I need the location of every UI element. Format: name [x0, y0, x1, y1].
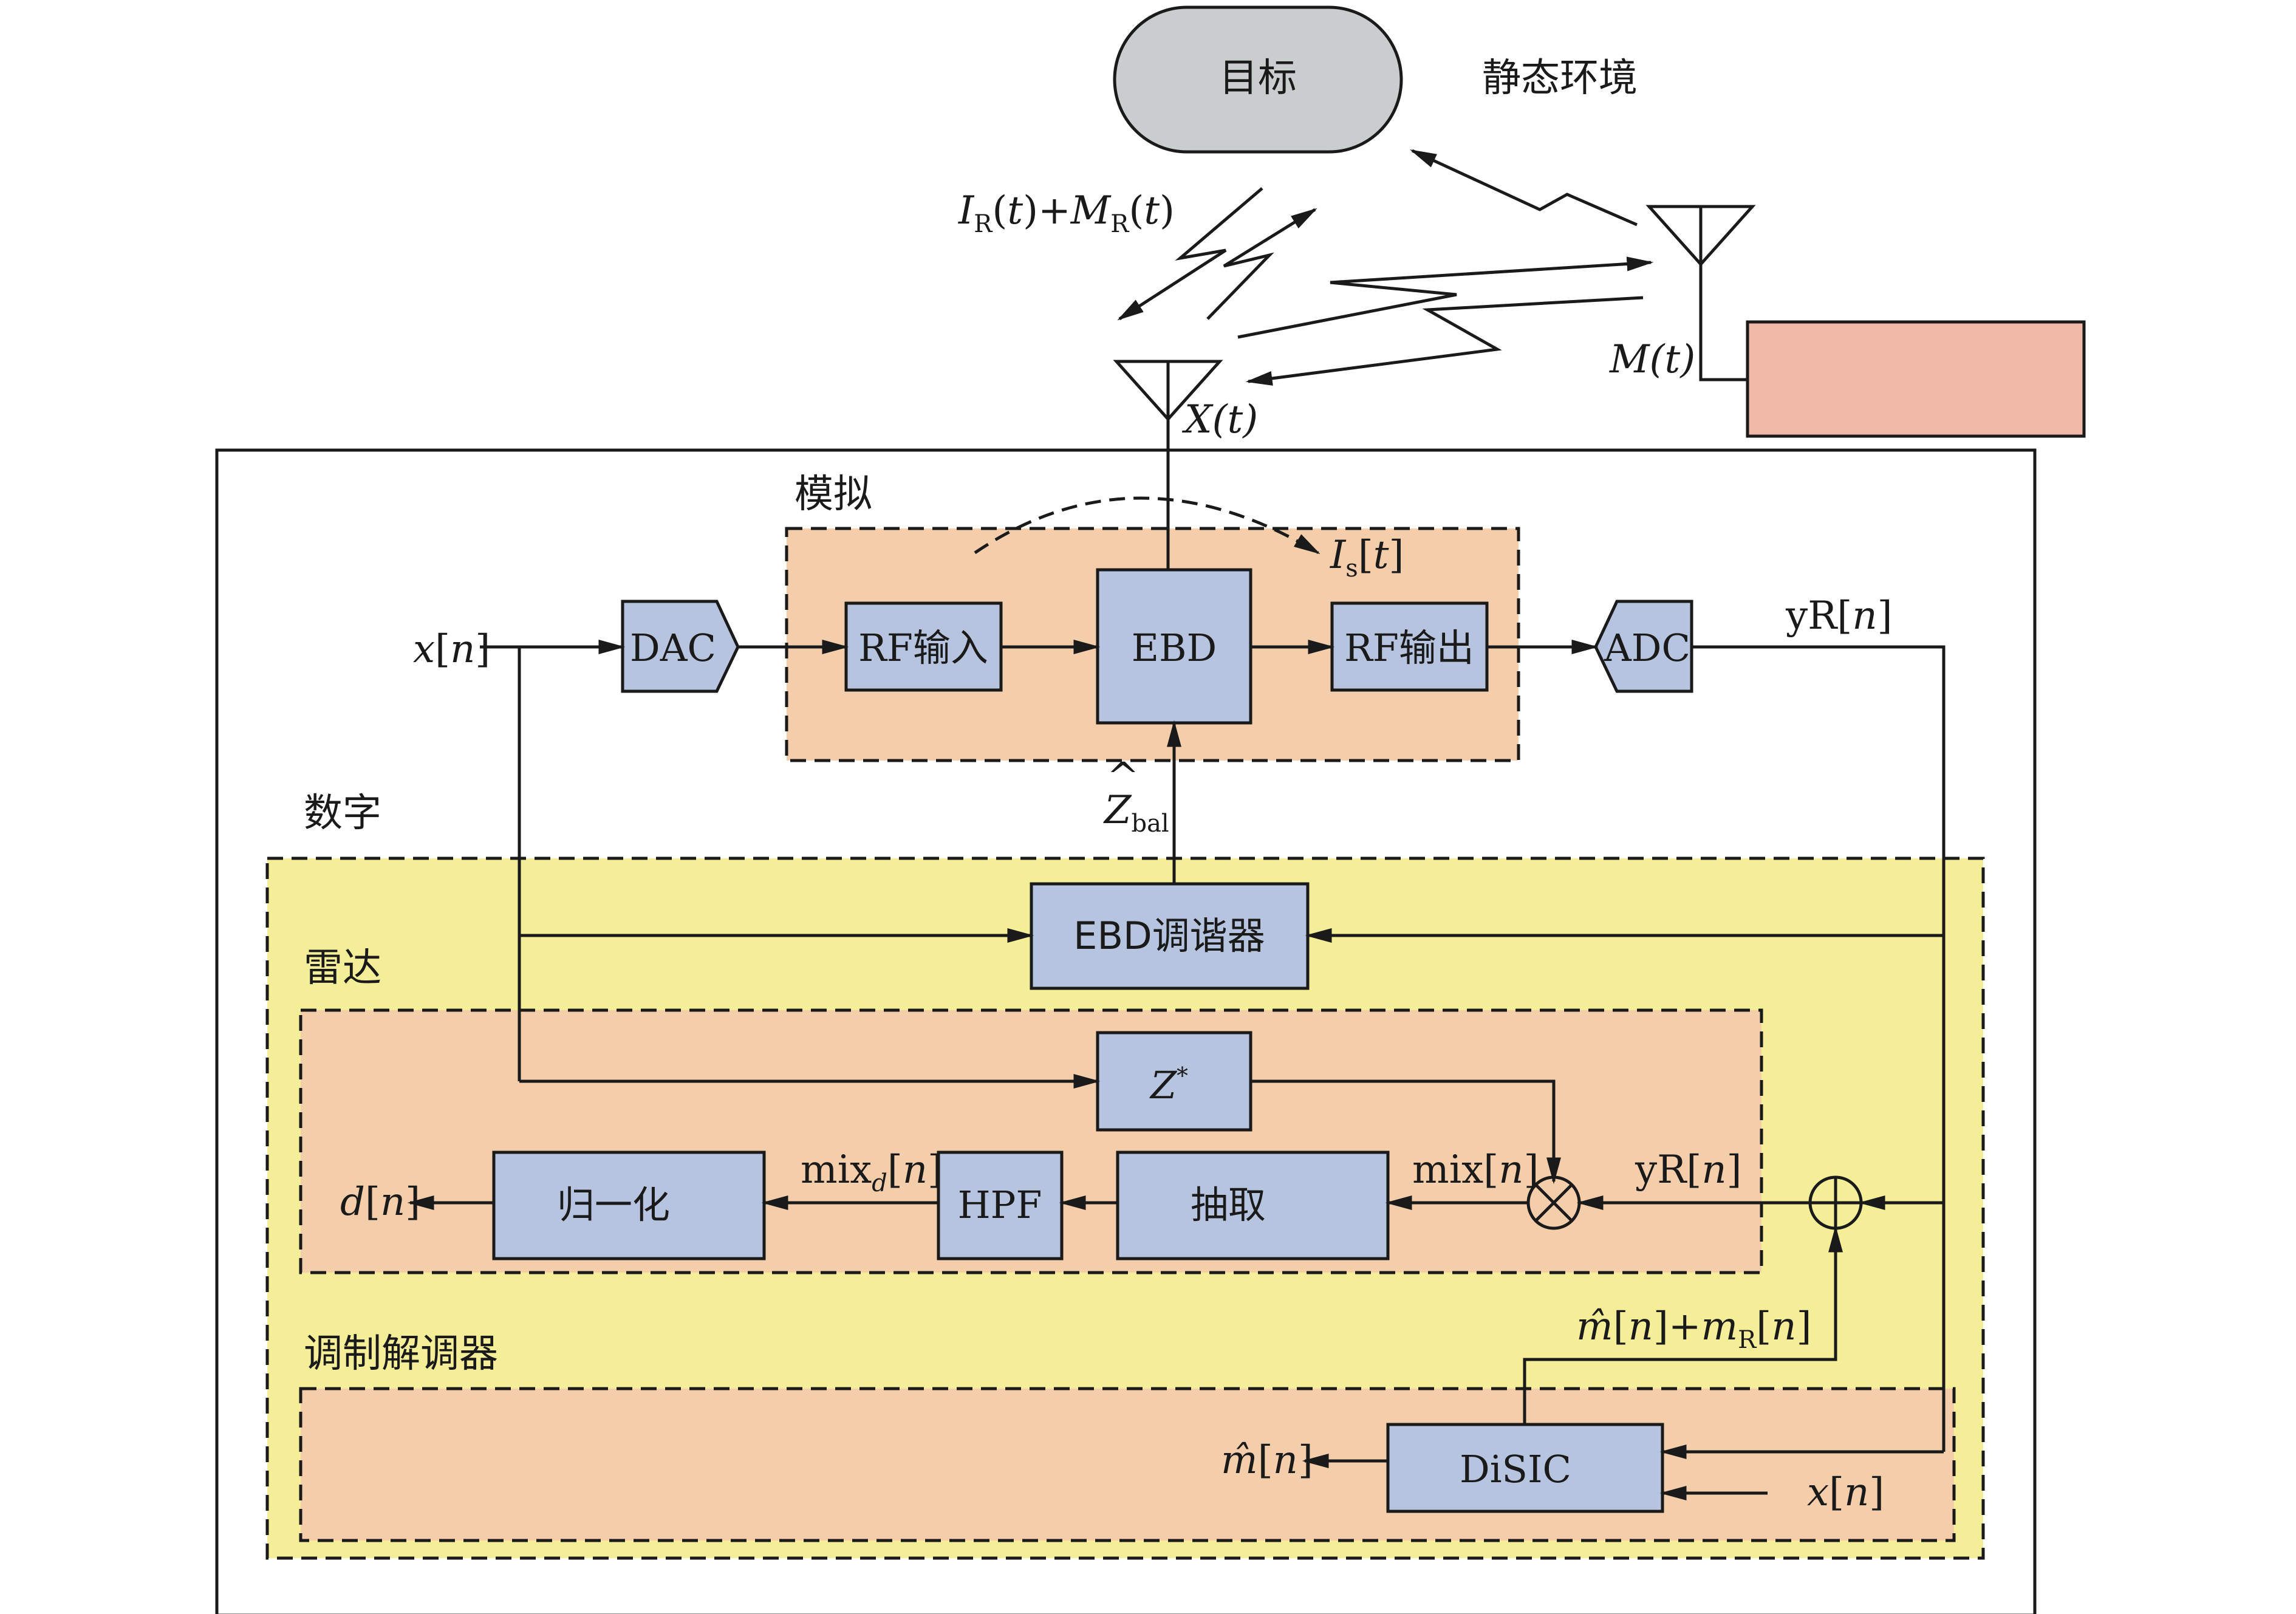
disic-block [1386, 1423, 1664, 1513]
normalize-label: 归一化 [557, 1183, 670, 1227]
x-n-input-label: x[n] [413, 627, 490, 672]
link-comm-to-target [1410, 149, 1638, 227]
modem-label: 调制解调器 [304, 1332, 498, 1376]
ebd-label: EBD [1132, 626, 1217, 670]
rf-input-label: RF输入 [858, 626, 988, 670]
static-environment-label: 静态环境 [1482, 56, 1638, 101]
link-antenna-to-target [1206, 208, 1317, 320]
modem-region [299, 1387, 1956, 1542]
digital-label: 数字 [304, 791, 381, 836]
adder-plus-icon [1808, 1175, 1863, 1230]
comm-antenna-icon [1645, 205, 1756, 381]
main-antenna-icon [1113, 360, 1223, 570]
target-ellipse [1113, 5, 1403, 154]
ebd-tuner-block [1030, 882, 1310, 990]
x-t-label: X(t) [1181, 397, 1258, 442]
disic-label: DiSIC [1460, 1447, 1571, 1491]
hpf-label: HPF [958, 1183, 1042, 1227]
x-n-modem-label: x[n] [1807, 1470, 1884, 1515]
dac-label: DAC [630, 626, 716, 670]
target-label: 目标 [1219, 56, 1297, 101]
adc-label: ADC [1604, 626, 1690, 670]
dac-block [621, 600, 740, 693]
ir-mr-label: IR(t)+MR(t) [958, 188, 1175, 238]
mhat-n-label: m̂[n] [1221, 1438, 1313, 1483]
z-conj-label: Z* [1149, 1062, 1188, 1107]
mix-n-label: mix[n] [1412, 1147, 1539, 1192]
svg-text:^: ^ [1107, 754, 1139, 799]
yr-n-output-label: yR[n] [1785, 593, 1893, 638]
mix-d-n-label: mixd[n] [801, 1147, 943, 1197]
mhat-plus-mr-label: m̂[n]+mR[n] [1576, 1304, 1811, 1354]
link-antenna-to-comm [1237, 256, 1654, 339]
z-bal-label: Zbal [1103, 788, 1169, 838]
ebd-tuner-label: EBD调谐器 [1073, 914, 1265, 958]
system-outer-frame [215, 448, 2037, 1614]
decimate-label: 抽取 [1191, 1183, 1266, 1227]
self-interference-path [974, 496, 1321, 555]
rf-output-label: RF输出 [1344, 626, 1474, 670]
link-comm-to-antenna [1245, 296, 1644, 386]
d-n-label: d[n] [340, 1180, 420, 1225]
link-target-to-antenna [1117, 187, 1263, 321]
z-conj-block [1096, 1031, 1252, 1132]
is-t-label: Is[t] [1330, 533, 1404, 583]
analog-label: 模拟 [794, 472, 872, 517]
comm-node-box [1746, 320, 2086, 438]
yr-n-radar-label: yR[n] [1635, 1147, 1742, 1192]
rf-input-block [844, 601, 1003, 692]
rf-output-block [1330, 601, 1489, 692]
radar-label: 雷达 [304, 946, 381, 991]
m-t-label: M(t) [1609, 337, 1695, 382]
